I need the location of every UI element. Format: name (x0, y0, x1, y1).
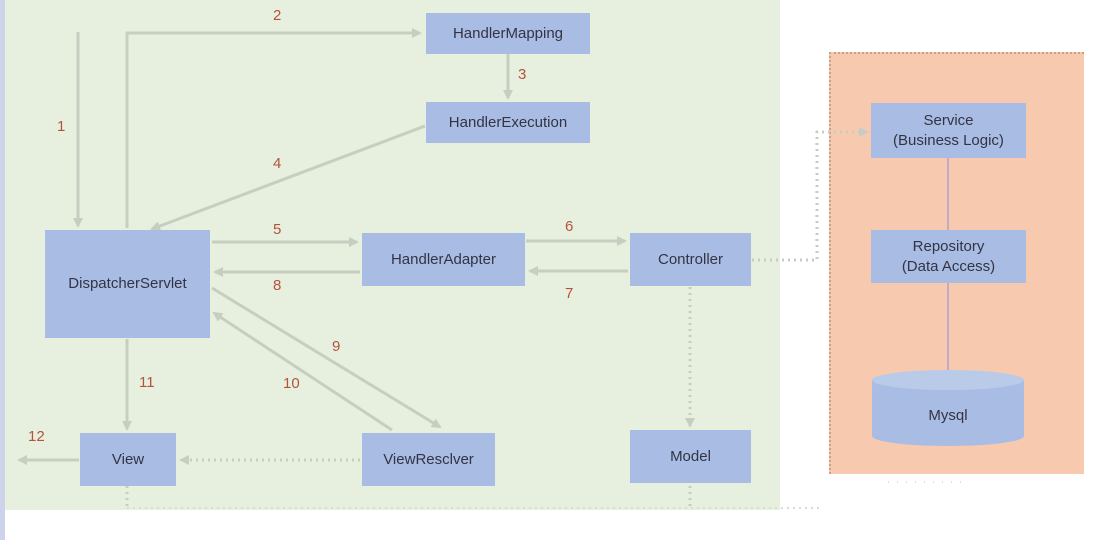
view-box: View (80, 433, 176, 486)
service-title: Service (923, 111, 974, 129)
arrow-4 (150, 124, 426, 231)
repository-title: Repository (912, 237, 985, 255)
arrow-2 (125, 28, 422, 228)
controller-box: Controller (630, 233, 751, 286)
arrow-10 (212, 311, 393, 432)
arrow-controller-to-service (752, 127, 869, 262)
service-subtitle: (Business Logic) (893, 131, 1004, 149)
model-box: Model (630, 430, 751, 483)
mysql-cylinder (872, 380, 1024, 446)
repository-subtitle: (Data Access) (901, 257, 996, 275)
dispatcher-servlet-box: DispatcherServlet (45, 230, 210, 338)
step-label-6: 6 (565, 218, 574, 235)
left-edge-strip (0, 0, 5, 540)
service-box: Service (Business Logic) (871, 103, 1026, 158)
step-label-1: 1 (57, 118, 66, 135)
handler-adapter-box: HandlerAdapter (362, 233, 525, 286)
repository-box: Repository (Data Access) (871, 230, 1026, 283)
step-label-10: 10 (283, 375, 300, 392)
arrow-9 (211, 286, 442, 429)
handler-mapping-box: HandlerMapping (426, 13, 590, 54)
mysql-cylinder-top (872, 370, 1024, 390)
step-label-8: 8 (273, 277, 282, 294)
step-label-5: 5 (273, 221, 282, 238)
view-resolver-box: ViewResclver (362, 433, 495, 486)
step-label-9: 9 (332, 338, 341, 355)
step-label-11: 11 (139, 374, 155, 391)
step-label-12: 12 (28, 428, 45, 445)
step-label-7: 7 (565, 285, 574, 302)
step-label-4: 4 (273, 155, 282, 172)
step-label-2: 2 (273, 7, 282, 24)
step-label-3: 3 (518, 66, 527, 83)
handler-execution-box: HandlerExecution (426, 102, 590, 143)
mysql-label: Mysql (928, 407, 968, 424)
